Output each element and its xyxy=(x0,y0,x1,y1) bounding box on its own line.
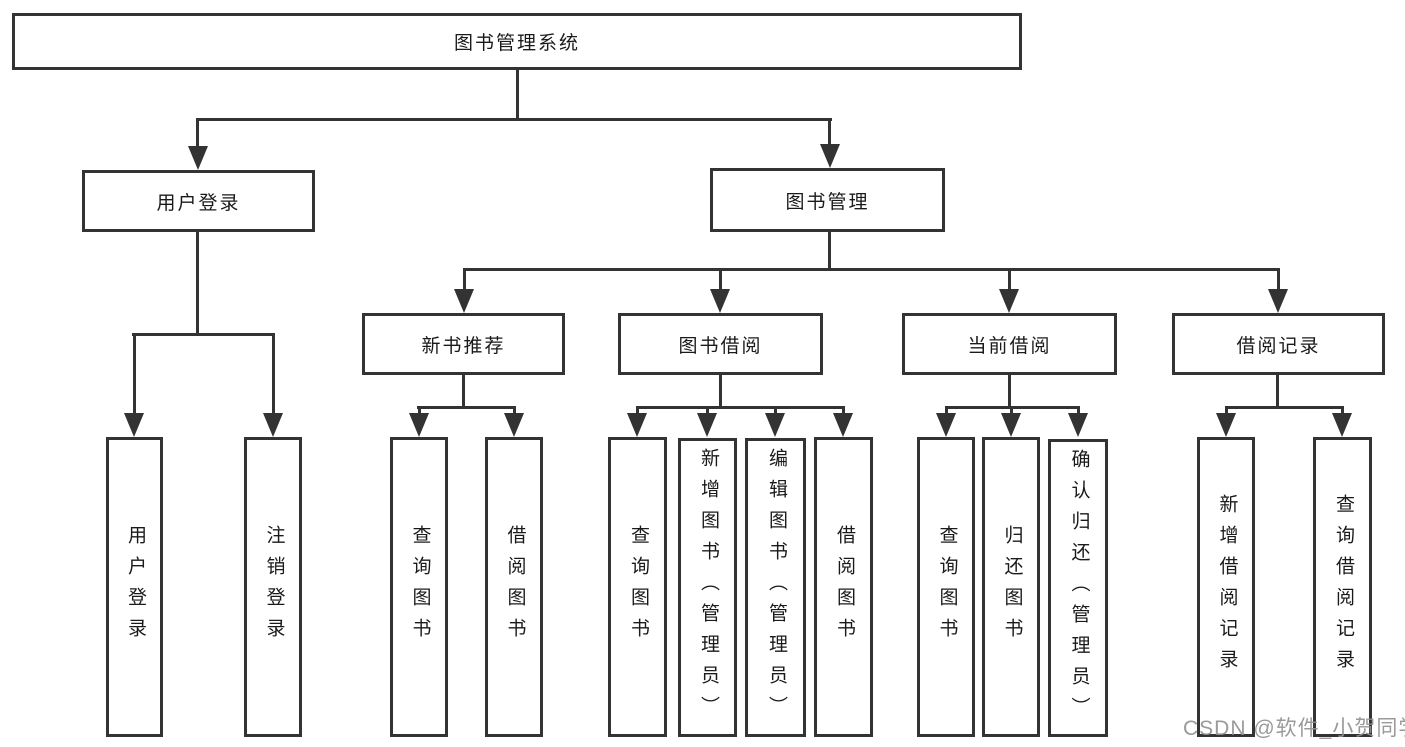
node-label: 注销登录 xyxy=(263,525,285,649)
connector-stem xyxy=(196,118,199,150)
connector-stem xyxy=(462,375,465,408)
connector-hline xyxy=(132,333,275,336)
arrowhead-icon xyxy=(263,413,283,437)
connector-stem xyxy=(463,268,466,292)
connector-stem xyxy=(774,406,777,416)
node-label: 确认归还（管理员） xyxy=(1068,448,1090,728)
connector-stem xyxy=(1341,406,1344,416)
arrowhead-icon xyxy=(454,289,474,313)
node-label: 查询图书 xyxy=(409,525,431,649)
connector-stem xyxy=(828,118,831,148)
leaf-query-books-borrowing: 查询图书 xyxy=(608,437,667,737)
connector-hline xyxy=(636,406,845,409)
leaf-edit-book-admin: 编辑图书（管理员） xyxy=(745,438,806,737)
node-label: 图书借阅 xyxy=(678,335,763,357)
arrowhead-icon xyxy=(627,413,647,437)
leaf-query-borrow-record: 查询借阅记录 xyxy=(1313,437,1372,737)
node-label: 用户登录 xyxy=(156,192,241,214)
connector-level2-hline xyxy=(463,268,1280,271)
connector-stem xyxy=(945,406,948,416)
connector-stem xyxy=(196,232,199,335)
arrowhead-icon xyxy=(1001,413,1021,437)
arrowhead-icon xyxy=(820,144,840,168)
connector-stem xyxy=(1225,406,1228,416)
node-book-management: 图书管理 xyxy=(710,168,945,232)
connector-level1-hline xyxy=(196,118,832,121)
arrowhead-icon xyxy=(1268,289,1288,313)
node-label: 查询借阅记录 xyxy=(1332,494,1354,680)
connector-stem xyxy=(133,333,136,415)
node-label: 新增图书（管理员） xyxy=(697,448,719,727)
arrowhead-icon xyxy=(1068,413,1088,437)
node-label: 用户登录 xyxy=(124,525,146,649)
connector-stem xyxy=(706,406,709,416)
node-borrowing-records: 借阅记录 xyxy=(1172,313,1385,375)
leaf-add-book-admin: 新增图书（管理员） xyxy=(678,438,737,737)
node-current-borrowing: 当前借阅 xyxy=(902,313,1117,375)
arrowhead-icon xyxy=(124,413,144,437)
connector-root-trunk xyxy=(516,70,519,120)
connector-stem xyxy=(636,406,639,416)
connector-stem xyxy=(828,232,831,270)
connector-hline xyxy=(417,406,516,409)
arrowhead-icon xyxy=(936,413,956,437)
connector-stem xyxy=(719,375,722,408)
leaf-query-books-recommend: 查询图书 xyxy=(390,437,448,737)
node-label: 新书推荐 xyxy=(421,335,506,357)
leaf-borrow-books-recommend: 借阅图书 xyxy=(485,437,543,737)
leaf-return-book: 归还图书 xyxy=(982,437,1040,737)
node-label: 编辑图书（管理员） xyxy=(765,448,787,727)
connector-stem xyxy=(1277,268,1280,292)
connector-stem xyxy=(1276,375,1279,408)
connector-hline xyxy=(1225,406,1344,409)
node-label: 借阅图书 xyxy=(504,525,526,649)
leaf-confirm-return-admin: 确认归还（管理员） xyxy=(1048,439,1108,737)
connector-stem xyxy=(513,406,516,416)
leaf-query-books-current: 查询图书 xyxy=(917,437,975,737)
leaf-add-borrow-record: 新增借阅记录 xyxy=(1197,437,1255,737)
connector-stem xyxy=(272,333,275,415)
arrowhead-icon xyxy=(999,289,1019,313)
connector-stem xyxy=(1008,375,1011,408)
node-label: 图书管理 xyxy=(785,191,870,213)
node-label: 查询图书 xyxy=(627,525,649,649)
arrowhead-icon xyxy=(504,413,524,437)
node-label: 图书管理系统 xyxy=(453,33,580,54)
connector-stem xyxy=(1077,406,1080,416)
connector-stem xyxy=(418,406,421,416)
node-book-borrowing: 图书借阅 xyxy=(618,313,823,375)
node-label: 新增借阅记录 xyxy=(1216,494,1238,680)
node-label: 借阅图书 xyxy=(833,525,855,649)
node-user-login: 用户登录 xyxy=(82,170,315,232)
node-label: 归还图书 xyxy=(1001,525,1023,649)
arrowhead-icon xyxy=(1216,413,1236,437)
arrowhead-icon xyxy=(833,413,853,437)
connector-stem xyxy=(1010,406,1013,416)
node-label: 查询图书 xyxy=(936,525,958,649)
arrowhead-icon xyxy=(697,413,717,437)
connector-stem xyxy=(719,268,722,292)
arrowhead-icon xyxy=(1332,413,1352,437)
connector-stem xyxy=(1008,268,1011,292)
arrowhead-icon xyxy=(710,289,730,313)
arrowhead-icon xyxy=(409,413,429,437)
arrowhead-icon xyxy=(188,146,208,170)
arrowhead-icon xyxy=(765,413,785,437)
connector-stem xyxy=(842,406,845,416)
node-new-book-recommendation: 新书推荐 xyxy=(362,313,565,375)
node-library-management-system: 图书管理系统 xyxy=(12,13,1022,70)
node-label: 借阅记录 xyxy=(1236,335,1321,357)
leaf-user-login: 用户登录 xyxy=(106,437,163,737)
node-label: 当前借阅 xyxy=(967,335,1052,357)
csdn-watermark: CSDN @软件_小贺同学 xyxy=(1183,717,1405,740)
leaf-borrow-book: 借阅图书 xyxy=(814,437,873,737)
leaf-logout: 注销登录 xyxy=(244,437,302,737)
